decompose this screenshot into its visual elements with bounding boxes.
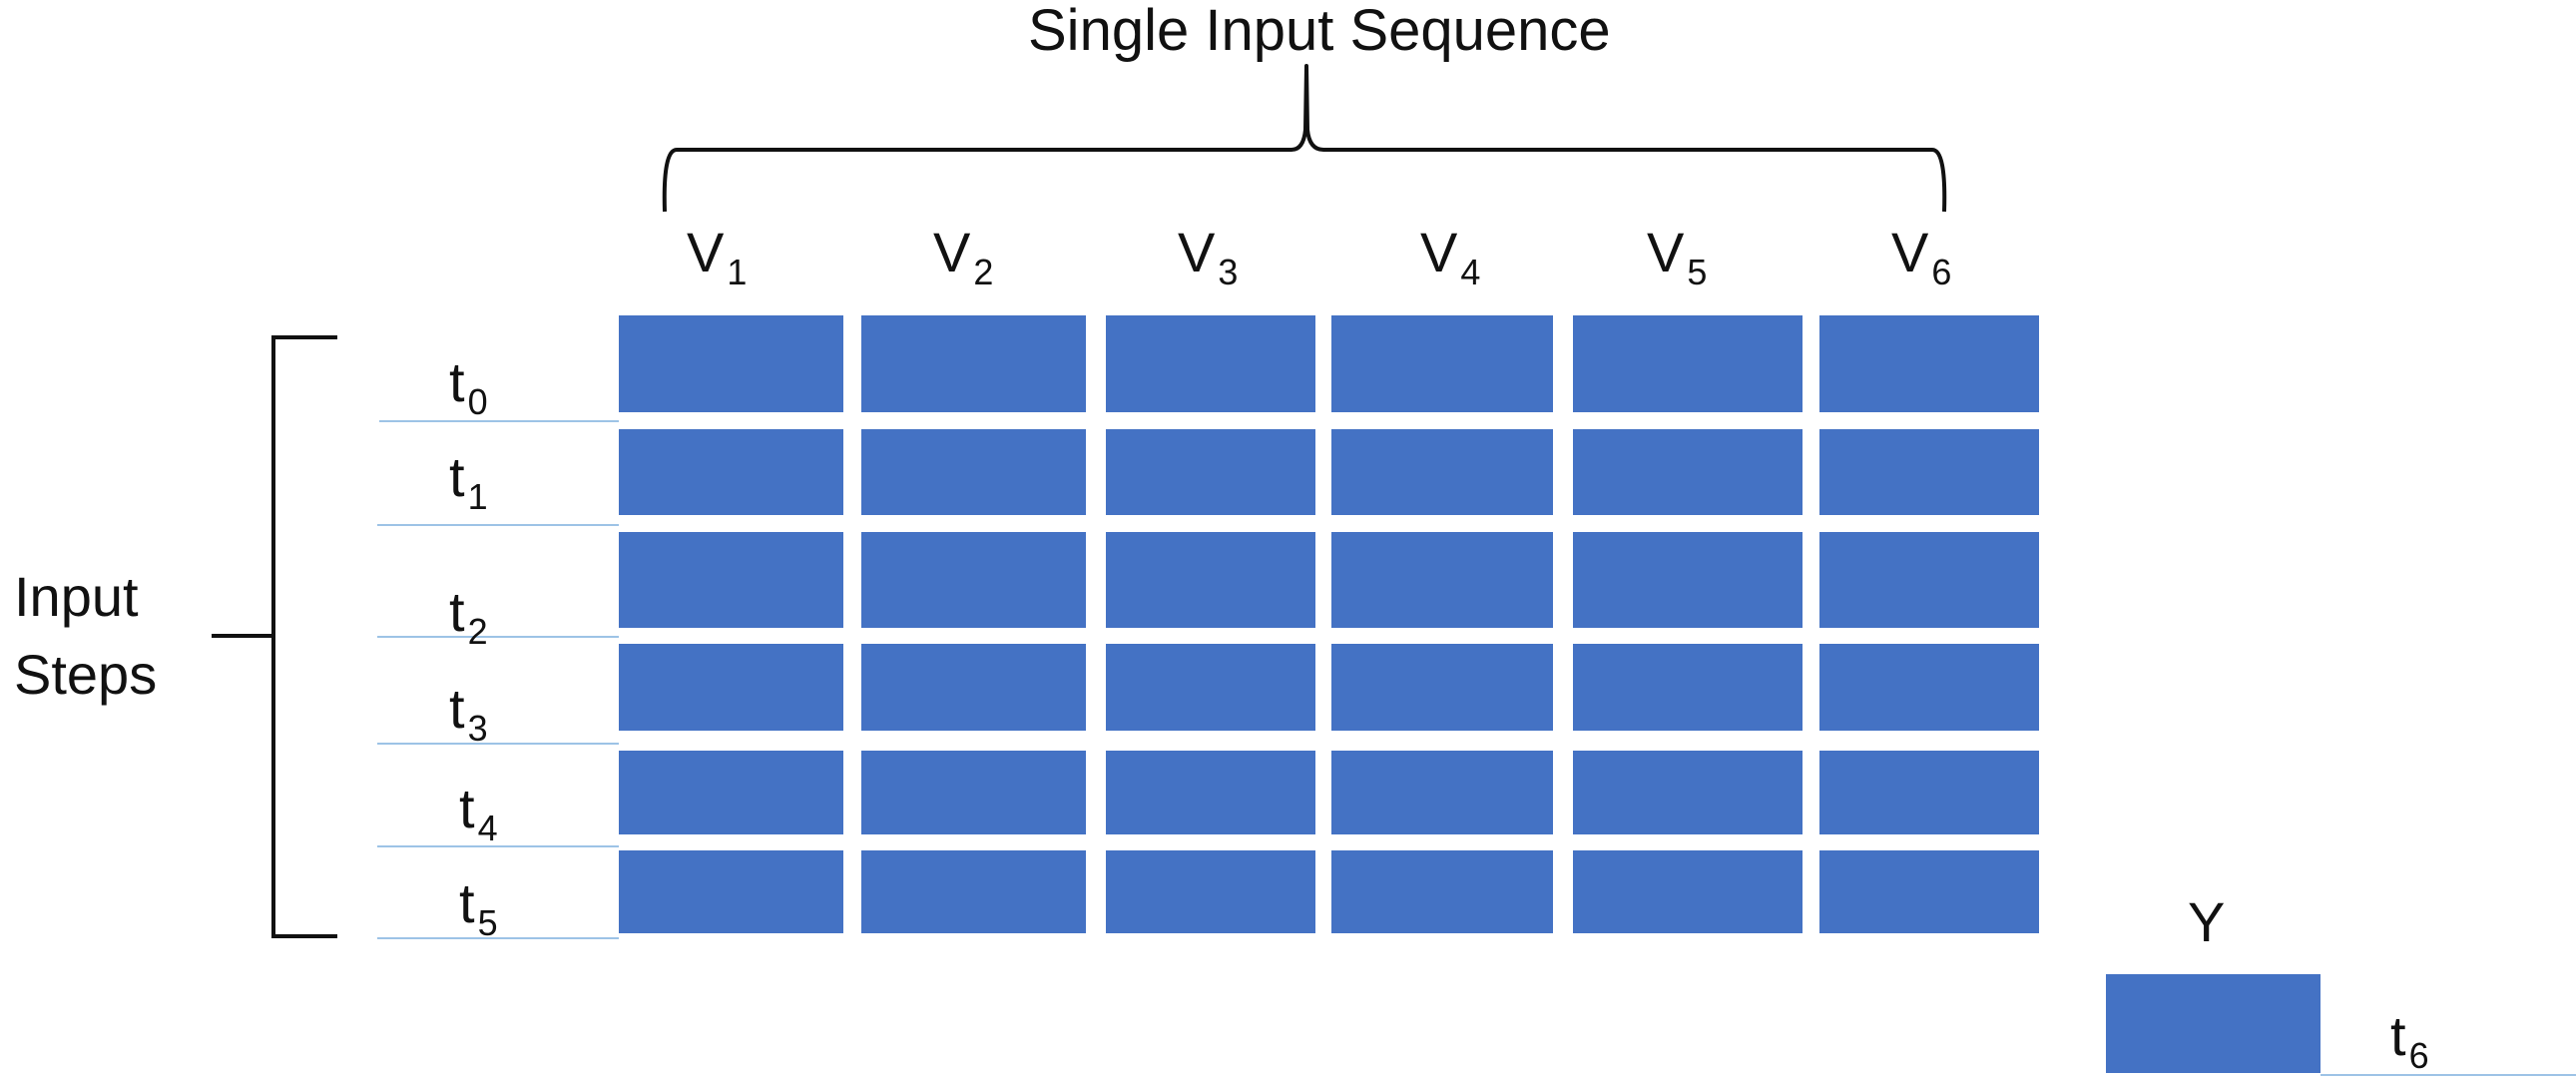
- cell-r4-c2: [1106, 751, 1315, 834]
- left-bracket: [212, 335, 337, 938]
- cell-r4-c5: [1819, 751, 2039, 834]
- top-brace: [662, 64, 1947, 213]
- cell-r3-c1: [861, 644, 1086, 731]
- cell-r0-c4: [1573, 315, 1803, 412]
- column-label: V6: [1891, 221, 1952, 292]
- diagram-title: Single Input Sequence: [1028, 0, 1611, 63]
- cell-r0-c5: [1819, 315, 2039, 412]
- cell-r3-c3: [1331, 644, 1553, 731]
- row-label: t3: [449, 677, 488, 749]
- row-label: t4: [459, 777, 498, 848]
- output-label: Y: [2188, 890, 2226, 953]
- cell-r1-c0: [619, 429, 843, 515]
- cell-r5-c4: [1573, 850, 1803, 933]
- output-step-label: t6: [2390, 1004, 2429, 1076]
- row-label: t1: [449, 445, 488, 517]
- column-label: V4: [1420, 221, 1481, 292]
- cell-r5-c5: [1819, 850, 2039, 933]
- cell-r2-c3: [1331, 532, 1553, 628]
- cell-r0-c0: [619, 315, 843, 412]
- cell-r1-c5: [1819, 429, 2039, 515]
- column-label: V2: [933, 221, 994, 292]
- cell-r0-c1: [861, 315, 1086, 412]
- cell-grid: [619, 315, 2039, 933]
- side-label-steps: Steps: [14, 643, 158, 706]
- cell-r0-c2: [1106, 315, 1315, 412]
- cell-r3-c2: [1106, 644, 1315, 731]
- cell-r2-c1: [861, 532, 1086, 628]
- cell-r2-c0: [619, 532, 843, 628]
- cell-r4-c4: [1573, 751, 1803, 834]
- cell-r2-c5: [1819, 532, 2039, 628]
- cell-r5-c3: [1331, 850, 1553, 933]
- cell-r1-c3: [1331, 429, 1553, 515]
- cell-r4-c3: [1331, 751, 1553, 834]
- cell-r5-c2: [1106, 850, 1315, 933]
- cell-r4-c0: [619, 751, 843, 834]
- cell-r1-c4: [1573, 429, 1803, 515]
- row-label: t5: [459, 871, 498, 943]
- cell-r5-c1: [861, 850, 1086, 933]
- column-label: V3: [1178, 221, 1239, 292]
- column-label: V5: [1647, 221, 1708, 292]
- row-label: t0: [449, 350, 488, 422]
- row-label: t2: [449, 580, 488, 652]
- cell-r1-c2: [1106, 429, 1315, 515]
- column-label: V1: [687, 221, 748, 292]
- cell-r4-c1: [861, 751, 1086, 834]
- cell-r3-c5: [1819, 644, 2039, 731]
- cell-r0-c3: [1331, 315, 1553, 412]
- side-label-input: Input: [14, 565, 139, 628]
- row-rules: [377, 420, 619, 939]
- cell-r3-c4: [1573, 644, 1803, 731]
- cell-r3-c0: [619, 644, 843, 731]
- cell-r2-c4: [1573, 532, 1803, 628]
- cell-r5-c0: [619, 850, 843, 933]
- cell-r1-c1: [861, 429, 1086, 515]
- cell-r2-c2: [1106, 532, 1315, 628]
- output-cell: [2106, 974, 2320, 1073]
